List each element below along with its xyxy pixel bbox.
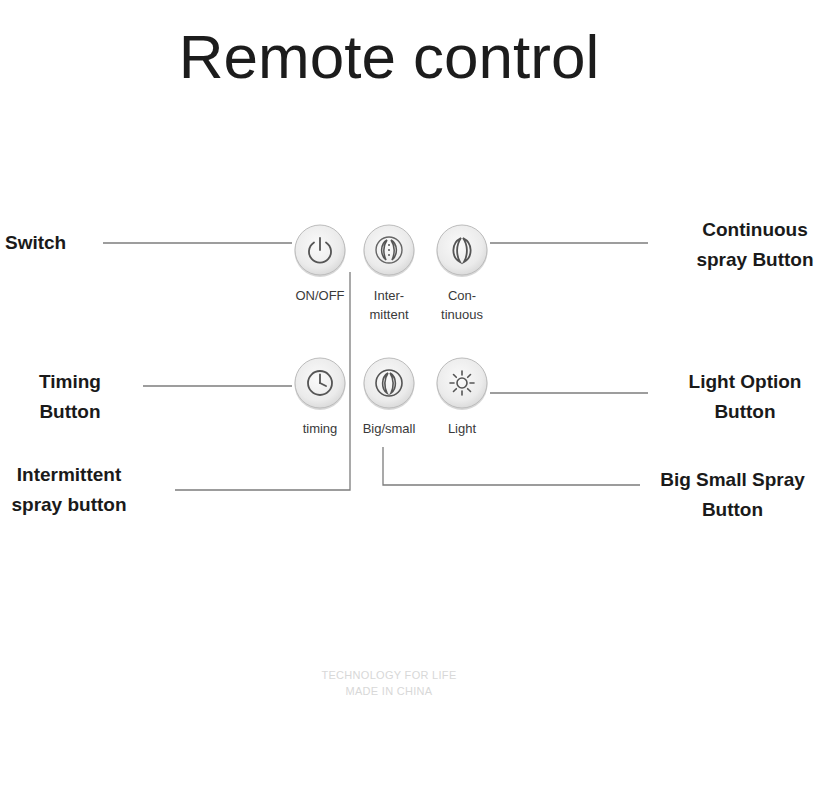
button-label: Con- tinuous [436,286,488,324]
leader-line [383,447,640,485]
leader-line [143,385,292,386]
button-circle [294,357,346,409]
button-label: timing [280,419,360,438]
callout-label: Intermittent spray button [4,460,134,520]
leader-line [490,242,648,243]
callout-label: Big Small Spray Button [645,465,820,525]
button-circle [363,357,415,409]
remote-body: TECHNOLOGY FOR LIFEMADE IN CHINAON/OFFIn… [231,175,547,768]
button-circle [294,224,346,276]
callout-label: Continuous spray Button [685,215,825,275]
remote-button: Inter- mittent [363,224,415,276]
remote-footer-text: MADE IN CHINA [269,684,509,698]
button-label: Big/small [349,419,429,438]
remote-footer-text: TECHNOLOGY FOR LIFE [269,668,509,682]
remote-button: timing [294,357,346,409]
callout-label: Timing Button [25,367,115,427]
leader-line [490,392,648,393]
leader-line [103,242,292,243]
button-label: Inter- mittent [363,286,415,324]
button-circle [436,357,488,409]
diagram-title: Remote control [0,20,778,94]
remote-button: ON/OFF [294,224,346,276]
button-label: Light [422,419,502,438]
leader-line [175,272,350,490]
remote-button: Con- tinuous [436,224,488,276]
callout-label: Switch [5,228,95,258]
button-circle [436,224,488,276]
callout-label: Light Option Button [675,367,815,427]
remote-button: Light [436,357,488,409]
remote-button: Big/small [363,357,415,409]
button-label: ON/OFF [280,286,360,305]
button-circle [363,224,415,276]
